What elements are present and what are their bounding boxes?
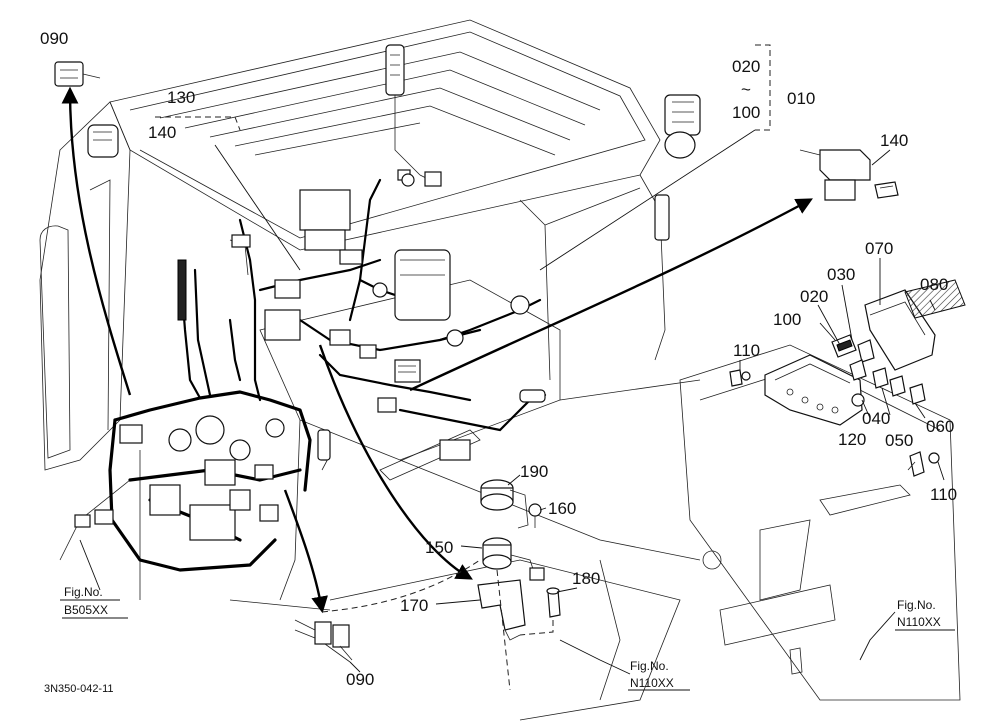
callout-range-tilde: ~ (741, 80, 751, 99)
callout-090-top: 090 (40, 29, 68, 48)
callout-090-bottom: 090 (346, 670, 374, 689)
callout-080: 080 (920, 275, 948, 294)
callout-100-range-end: 100 (732, 103, 760, 122)
callout-160: 160 (548, 499, 576, 518)
switch-assembly (477, 479, 561, 691)
callout-060: 060 (926, 417, 954, 436)
fig-ref-bottom-line2: N110XX (630, 676, 674, 690)
connector-090-details (54, 61, 353, 663)
callout-110-left: 110 (733, 341, 760, 360)
fig-ref-right-line2: N110XX (897, 615, 941, 629)
callout-150: 150 (425, 538, 453, 557)
callout-030: 030 (827, 265, 855, 284)
fig-ref-bottom-line1: Fig.No. (630, 659, 669, 673)
work-lamps (87, 44, 701, 241)
callout-130: 130 (167, 88, 195, 107)
wiring-harness (74, 173, 547, 572)
callout-110-right: 110 (930, 485, 957, 504)
callout-100: 100 (773, 310, 801, 329)
callout-120: 120 (838, 430, 866, 449)
callout-010: 010 (787, 89, 815, 108)
callout-040: 040 (862, 409, 890, 428)
callout-020: 020 (800, 287, 828, 306)
fig-ref-right-line1: Fig.No. (897, 598, 936, 612)
callout-070: 070 (865, 239, 893, 258)
callout-180: 180 (572, 569, 600, 588)
fig-ref-left-line1: Fig.No. (64, 585, 103, 599)
assembly-arrows (61, 86, 813, 614)
callout-labels: 090 130 140 020 ~ 100 010 140 070 080 03… (40, 29, 957, 695)
callout-020-range-start: 020 (732, 57, 760, 76)
fig-ref-left-line2: B505XX (64, 603, 108, 617)
callout-050: 050 (885, 431, 913, 450)
drawing-code: 3N350-042-11 (44, 683, 114, 695)
connector-140-detail (799, 149, 899, 201)
callout-170: 170 (400, 596, 428, 615)
leader-lines (60, 44, 955, 691)
callout-140-harness: 140 (148, 123, 176, 142)
callout-190: 190 (520, 462, 548, 481)
callout-140-connector: 140 (880, 131, 908, 150)
cab-outline (39, 19, 961, 721)
